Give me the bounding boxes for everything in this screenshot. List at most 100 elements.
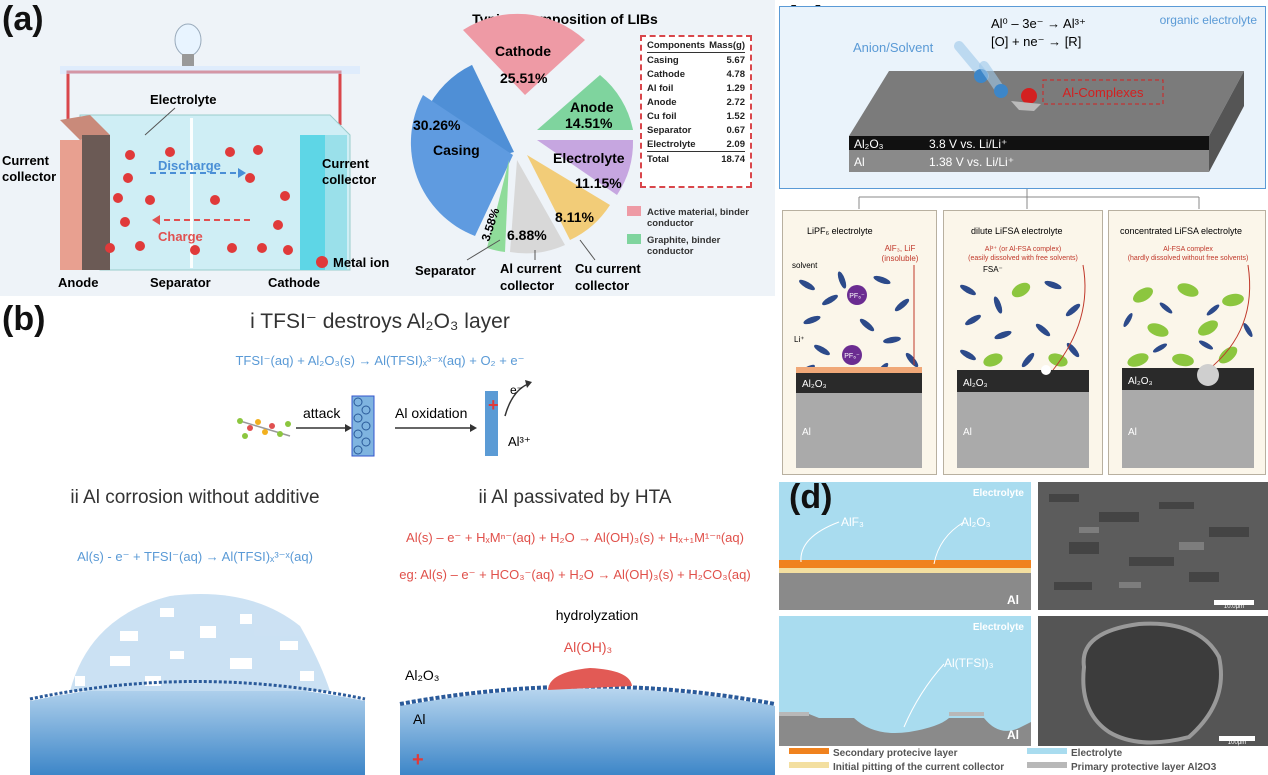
pie-value-cu: 8.11% [555,209,594,225]
anode-label: Anode [58,275,98,290]
pie-slice-cathode [463,13,585,95]
legend-swatch-graphite [627,234,641,244]
metal-ion-legend-dot [316,256,328,268]
box3-note-2: (hardly dissolved without free solvents) [1128,255,1249,262]
title-i: i TFSI⁻ destroys Al₂O₃ layer [250,310,510,333]
d-al2o3-label: Al₂O₃ [961,515,991,529]
box3-al: Al [1128,427,1137,438]
legend-graphite-2: conductor [647,246,694,257]
panel-d: Electrolyte AlF₃ Al₂O₃ Al 10.0μm Electro… [779,482,1268,773]
box1-title: LiPF₆ electrolyte [807,226,873,236]
box2-note-2: (easily dissolved with free solvents) [968,255,1078,262]
eq-ii-right-1: Al(s) – e⁻ + HₓMⁿ⁻(aq) + H₂O → Al(OH)₃(s… [406,530,744,545]
pie-outer-cu-1: Cu current [575,261,641,276]
al-label: Al [413,711,425,727]
eq-ii-left: Al(s) - e⁻ + TFSI⁻(aq) → Al(TFSI)ₓ³⁻ˣ(aq… [77,549,313,564]
pie-label-cathode: Cathode [495,43,551,59]
pie-value-cathode: 25.51% [500,70,548,86]
pie-outer-separator: Separator [415,263,476,278]
box1-pf-1: PF₆⁻ [849,293,865,300]
al3-label: Al³⁺ [508,434,531,449]
box1-note-2: (insoluble) [882,254,919,263]
charge-label: Charge [158,229,203,244]
table-header-components: Components [647,39,708,53]
box1-note-1: AlF₃, LiF [885,244,916,253]
eq2-label: [O] + ne⁻ → [R] [991,34,1081,49]
layer1-value: 3.8 V vs. Li/Li⁺ [929,137,1007,151]
organic-electrolyte-label: organic electrolyte [1160,13,1258,27]
pie-slice-casing-main [410,95,513,236]
box3-ox: Al₂O₃ [1128,376,1153,387]
aloh3-layer [548,668,632,690]
pie-label-electrolyte: Electrolyte [553,150,625,166]
aloh3-label: Al(OH)₃ [564,639,612,655]
pie-outer-cu-2: collector [575,278,629,293]
d-legend-swatch-electrolyte [1027,748,1067,754]
pie-slice-electrolyte [537,140,634,195]
panel-c-top: organic electrolyte Anion/Solvent Al⁰ – … [779,6,1266,189]
box3-title: concentrated LiFSA electrolyte [1120,226,1242,236]
metal-ion-label: Metal ion [333,255,389,270]
panel-b-label: (b) [2,300,46,338]
pie-slice-anode [537,75,633,130]
pie-slice-al [510,160,565,254]
discharge-label: Discharge [158,158,221,173]
legend-active-2: conductor [647,218,694,229]
box2-ox: Al₂O₃ [963,378,988,389]
layer1-name: Al₂O₃ [854,137,884,151]
svg-text:+: + [488,395,499,415]
d-scale-1: 10.0μm [1224,604,1244,610]
attack-label: attack [303,405,341,421]
hydrolyzation-label: hydrolyzation [556,607,639,623]
box1-li: Li⁺ [794,335,804,344]
electron-label: e⁻ [510,383,523,397]
table-header-mass: Mass(g) [707,39,745,53]
d-electrolyte-1: Electrolyte [973,488,1025,499]
box1-solvent: solvent [792,261,818,270]
pie-value-al: 6.88% [507,227,547,243]
box2-al: Al [963,427,972,438]
box1-pf-2: PF₆⁻ [844,353,860,360]
d-legend-pitting: Initial pitting of the current collector [833,762,1004,773]
composition-pie: Typical composition of LIBs Cathode 25.5… [410,11,749,293]
legend-graphite-1: Graphite, binder [647,235,721,246]
box2-fsa: FSA⁻ [983,265,1003,274]
legend-swatch-active [627,206,641,216]
al-oxidation-label: Al oxidation [395,405,467,421]
eq-ii-right-2: eg: Al(s) – e⁻ + HCO₃⁻(aq) + H₂O → Al(OH… [399,567,750,582]
right-collector-label-1: Current [322,156,370,171]
anion-solvent-label: Anion/Solvent [853,40,934,55]
pie-value-casing: 30.26% [413,117,461,133]
layer2-value: 1.38 V vs. Li/Li⁺ [929,155,1014,169]
panel-c-box-2: dilute LiFSA electrolyte Al³⁺ (or Al-FSA… [943,210,1103,475]
al2o3-label: Al₂O₃ [405,667,439,683]
title-ii-left: ii Al corrosion without additive [70,487,319,508]
tfsi-molecule-icon [237,418,291,439]
lightbulb-icon [174,23,202,57]
left-collector-label-1: Current [2,153,50,168]
al-complexes-label: Al-Complexes [1063,85,1144,100]
d-scale-2: 100μm [1228,740,1246,746]
pie-value-anode: 14.51% [565,115,613,131]
d-electrolyte-2: Electrolyte [973,622,1025,633]
svg-text:+: + [412,749,424,771]
box1-ox: Al₂O₃ [802,379,827,390]
d-legend-electrolyte: Electrolyte [1071,748,1123,759]
eq1-label: Al⁰ – 3e⁻ → Al³⁺ [991,16,1086,31]
panel-b: i TFSI⁻ destroys Al₂O₃ layer TFSI⁻(aq) +… [29,310,775,775]
pie-outer-al-2: collector [500,278,554,293]
pie-value-electrolyte: 11.15% [575,175,622,191]
battery-diagram: Electrolyte Current collector Current co… [2,23,389,290]
panel-c-box-1: LiPF₆ electrolyte AlF₃, LiF (insoluble) … [782,210,937,475]
left-collector-label-2: collector [2,169,56,184]
d-alf3-label: AlF₃ [841,515,864,529]
pie-label-casing: Casing [433,142,480,158]
pie-outer-al-1: Al current [500,261,562,276]
pie-label-anode: Anode [570,99,614,115]
